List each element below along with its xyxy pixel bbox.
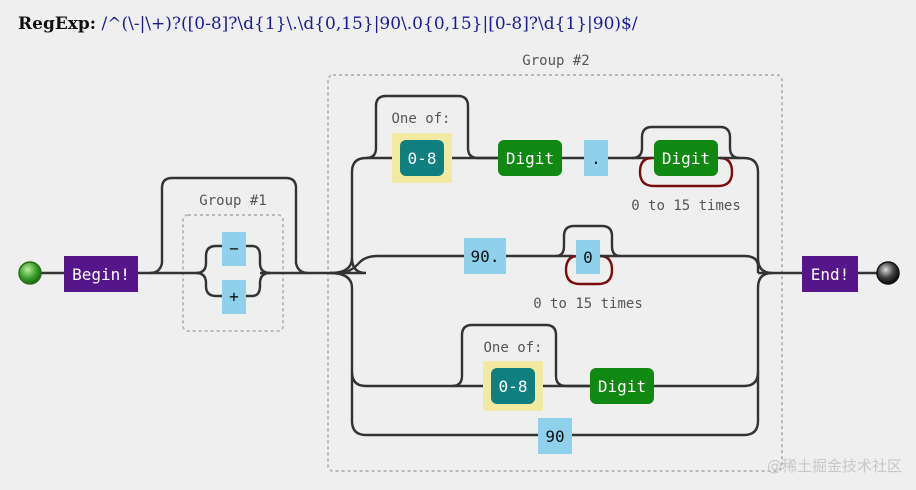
svg-text:90.: 90. xyxy=(471,247,500,266)
svg-text:90: 90 xyxy=(545,427,564,446)
svg-text:Digit: Digit xyxy=(506,149,554,168)
regexp-source: /^(\-|\+)?([0-8]?\d{1}\.\d{0,15}|90\.0{0… xyxy=(101,14,638,34)
group2-label: Group #2 xyxy=(522,53,589,69)
regexp-label: RegExp: xyxy=(18,14,97,34)
start-terminal-icon xyxy=(18,261,42,285)
group1-option-plus: + xyxy=(222,280,246,314)
branch2-repeat-loop xyxy=(564,254,614,286)
branch1-digit2-node: Digit xyxy=(654,140,718,176)
end-node: End! xyxy=(802,256,858,292)
end-terminal-icon xyxy=(876,261,900,285)
branch1-range-node: 0-8 xyxy=(392,133,452,183)
group1-label: Group #1 xyxy=(199,193,266,209)
watermark: @稀土掘金技术社区 xyxy=(766,457,902,475)
branch1-dot-node: . xyxy=(584,140,608,176)
branch1-oneof-label: One of: xyxy=(391,111,450,127)
end-label: End! xyxy=(811,265,850,284)
svg-text:Digit: Digit xyxy=(598,377,646,396)
branch1-repeat-loop xyxy=(638,156,734,188)
branch3-range-node: 0-8 xyxy=(483,361,543,411)
branch1-repeat-label: 0 to 15 times xyxy=(631,198,741,214)
branch3-oneof-label: One of: xyxy=(483,340,542,356)
svg-text:0-8: 0-8 xyxy=(408,149,437,168)
branch4-literal-node: 90 xyxy=(538,418,572,454)
svg-text:0: 0 xyxy=(583,248,593,267)
regex-header: RegExp: /^(\-|\+)?([0-8]?\d{1}\.\d{0,15}… xyxy=(18,14,638,34)
begin-node: Begin! xyxy=(64,256,138,292)
svg-text:.: . xyxy=(591,149,601,168)
wires xyxy=(40,94,878,437)
svg-text:0-8: 0-8 xyxy=(499,377,528,396)
svg-text:+: + xyxy=(229,287,239,306)
group1-option-minus: − xyxy=(222,232,246,266)
svg-text:Digit: Digit xyxy=(662,149,710,168)
branch2-literal-node: 90. xyxy=(464,238,506,274)
branch1-digit-node: Digit xyxy=(498,140,562,176)
svg-text:−: − xyxy=(229,239,239,258)
branch3-digit-node: Digit xyxy=(590,368,654,404)
begin-label: Begin! xyxy=(72,265,130,284)
branch2-zero-node: 0 xyxy=(576,240,600,274)
branch2-repeat-label: 0 to 15 times xyxy=(533,296,643,312)
